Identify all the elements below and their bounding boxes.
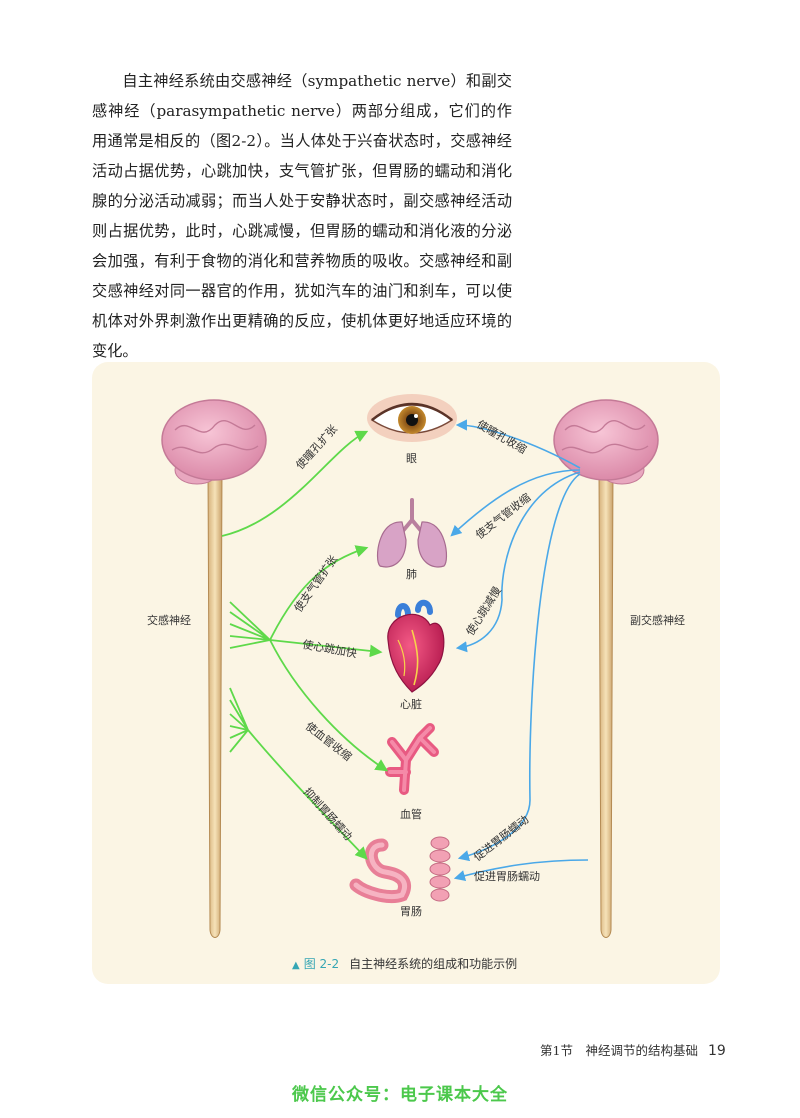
page-number: 19 xyxy=(707,1043,726,1059)
organ-label-heart: 心脏 xyxy=(400,698,422,711)
stomach-intestine-icon xyxy=(349,836,451,904)
organ-label-gut: 胃肠 xyxy=(400,905,422,918)
page-footer: 第1节 神经调节的结构基础 19 xyxy=(540,1040,726,1059)
parasympathetic-effect-gut-lower: 促进胃肠蠕动 xyxy=(474,870,540,883)
watermark-text: 微信公众号：电子课本大全 xyxy=(292,1085,508,1105)
parasympathetic-nerve-paths xyxy=(450,419,589,882)
organ-label-vessel: 血管 xyxy=(400,808,422,821)
autonomic-nervous-system-diagram xyxy=(161,394,659,938)
eye-icon xyxy=(367,394,457,442)
organ-label-eye: 眼 xyxy=(406,452,417,465)
caption-triangle-icon: ▲ xyxy=(292,960,300,971)
caption-text: 自主神经系统的组成和功能示例 xyxy=(349,957,518,971)
heart-icon xyxy=(387,599,445,693)
right-parasympathetic-label: 副交感神经 xyxy=(630,614,685,627)
caption-number: 图 2-2 xyxy=(303,957,340,971)
lung-icon xyxy=(376,498,448,568)
organ-label-lung: 肺 xyxy=(406,568,417,581)
figure-caption: ▲图 2-2 自主神经系统的组成和功能示例 xyxy=(292,955,517,972)
right-brain-spinal-cord xyxy=(553,399,659,938)
body-paragraph: 自主神经系统由交感神经（sympathetic nerve）和副交感神经（par… xyxy=(92,72,512,360)
sympathetic-nerve-paths xyxy=(221,430,389,860)
left-brain-spinal-cord xyxy=(161,399,267,938)
left-sympathetic-label: 交感神经 xyxy=(147,614,191,627)
blood-vessel-icon xyxy=(385,723,439,795)
footer-section: 第1节 神经调节的结构基础 xyxy=(540,1043,698,1058)
